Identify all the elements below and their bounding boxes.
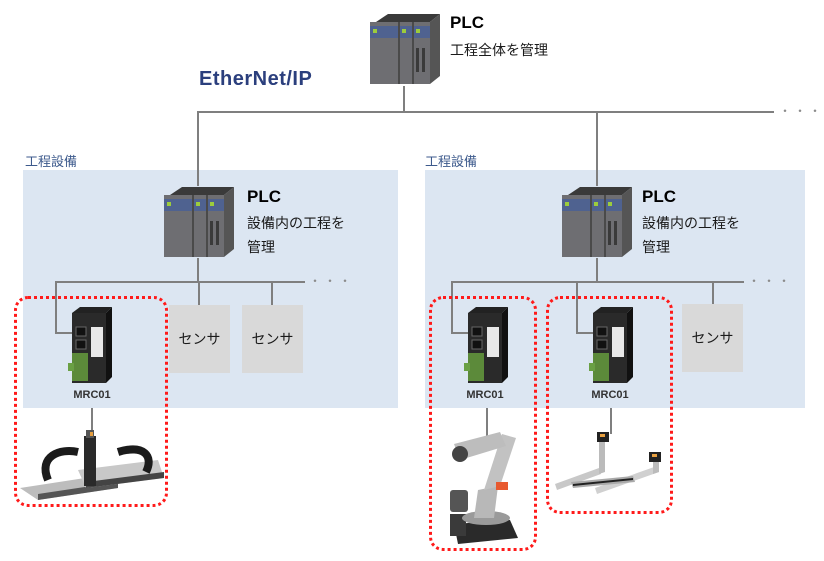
zone1-plc-desc-2: 管理 <box>247 240 275 256</box>
main-bus-continuation: ・・・ <box>779 104 824 118</box>
zone2-robot-cable <box>486 408 488 436</box>
zone1-plc-icon <box>162 185 236 259</box>
highlight-zone1-mrc01-gantry <box>14 296 168 507</box>
zone1-mrc-wire-h <box>55 332 77 334</box>
zone1-actuator-cable <box>91 408 93 436</box>
zone1-plc-title: PLC <box>247 187 281 206</box>
zone2-plc-drop <box>596 258 598 282</box>
main-bus-drop <box>403 86 405 112</box>
zone1-sensor-2: センサ <box>242 305 303 373</box>
zone2-mrc2-wire-h <box>576 332 598 334</box>
zone1-plc-desc-1: 設備内の工程を <box>247 216 345 232</box>
zone2-mrc01-label-2: MRC01 <box>591 389 629 401</box>
zone2-gantry-cable <box>610 408 612 434</box>
zone1-drop <box>197 112 199 186</box>
zone2-drop <box>596 112 598 186</box>
zone1-sensor-1: センサ <box>169 305 230 373</box>
main-bus <box>197 111 774 113</box>
zone2-mrc2-wire-v <box>576 282 578 333</box>
zone2-plc-title: PLC <box>642 187 676 206</box>
zone-label-1: 工程設備 <box>25 155 78 170</box>
zone2-sub-bus <box>451 281 744 283</box>
zone1-sensor1-wire <box>198 282 200 305</box>
articulated-robot-arm-icon <box>450 432 518 544</box>
xy-gantry-icon <box>20 430 164 500</box>
zone1-sensor2-wire <box>271 282 273 305</box>
top-plc-description: 工程全体を管理 <box>450 43 548 59</box>
ethernet-ip-logo: EtherNet/IP <box>199 68 312 91</box>
zone2-plc-icon <box>560 185 634 259</box>
highlight-zone2-mrc01-h-gantry <box>546 296 673 514</box>
highlight-zone2-mrc01-robot <box>429 296 537 551</box>
zone2-sensor-wire <box>712 282 714 304</box>
zone2-sensor-1: センサ <box>682 304 743 372</box>
ethernet-ip-logo-text: EtherNet/IP <box>199 68 313 90</box>
zone2-plc-desc-1: 設備内の工程を <box>642 216 740 232</box>
zone-label-2: 工程設備 <box>425 155 478 170</box>
zone1-mrc01-label: MRC01 <box>73 389 111 401</box>
h-gantry-icon <box>555 432 661 494</box>
zone2-mrc1-wire-h <box>451 332 473 334</box>
zone2-plc-desc-2: 管理 <box>642 240 670 256</box>
zone2-mrc1-wire-v <box>451 282 453 333</box>
zone1-plc-drop <box>197 258 199 282</box>
zone1-bus-continuation: ・・・ <box>309 274 355 288</box>
zone1-mrc-wire-v <box>55 282 57 333</box>
zone2-mrc01-label-1: MRC01 <box>466 389 504 401</box>
top-plc-title: PLC <box>450 13 484 32</box>
top-plc-icon <box>368 12 442 86</box>
zone2-bus-continuation: ・・・ <box>748 274 794 288</box>
zone1-sub-bus <box>55 281 305 283</box>
